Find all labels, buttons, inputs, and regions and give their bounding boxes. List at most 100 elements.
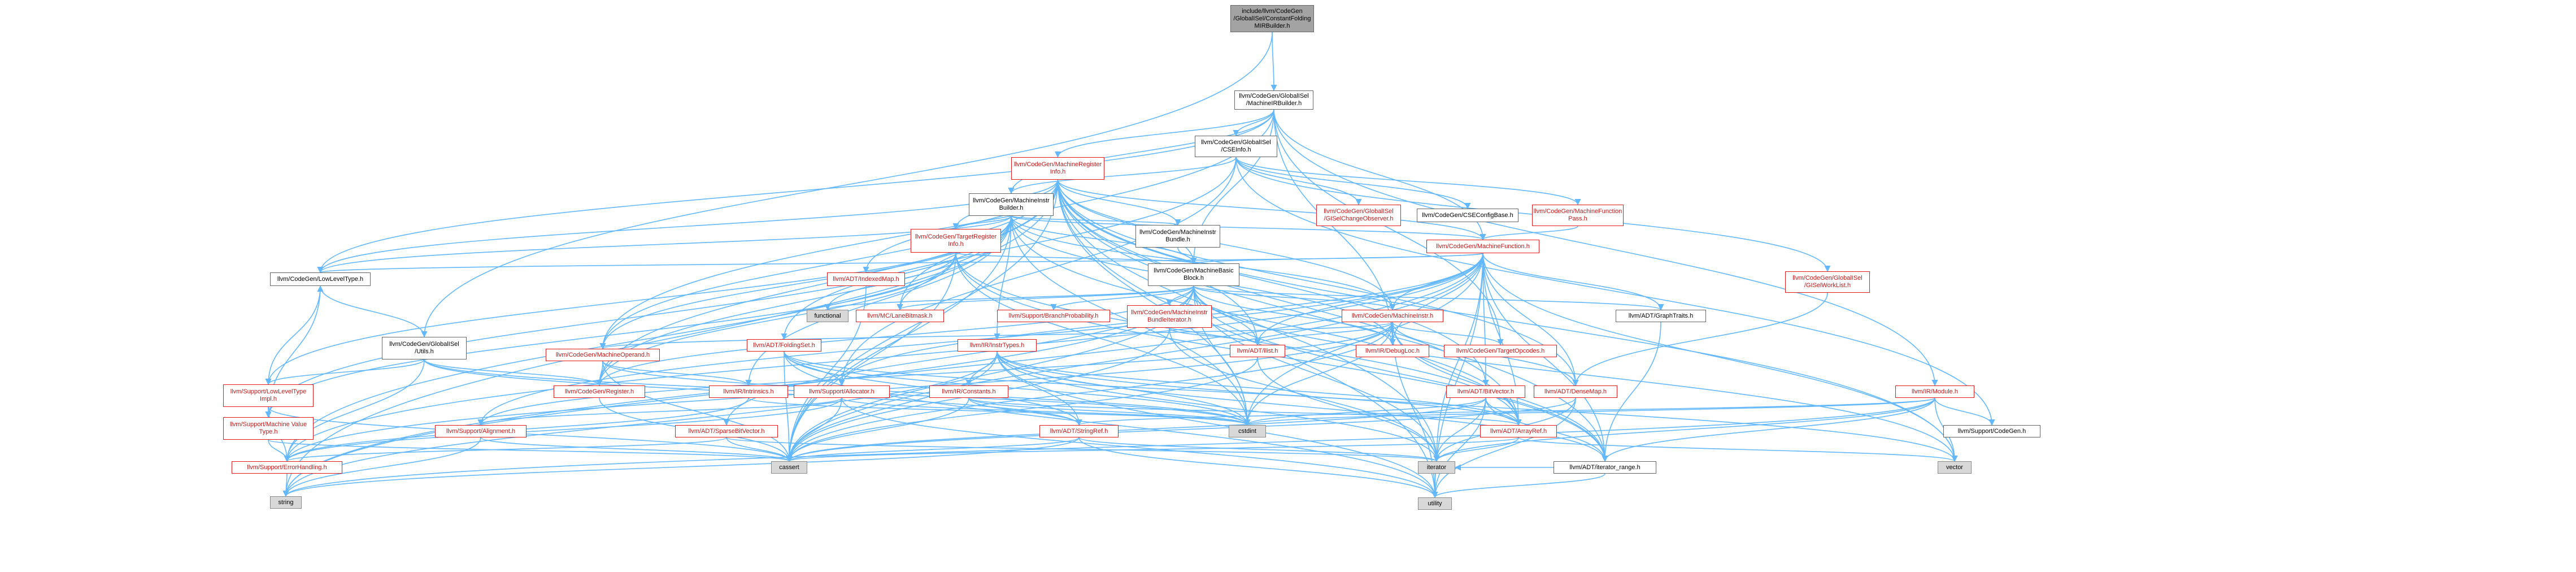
edge-constants-to-arrayref bbox=[968, 397, 1522, 426]
node-machine-ir-builder[interactable]: llvm/CodeGen/GlobalISel /MachineIRBuilde… bbox=[1234, 90, 1313, 110]
edge-mf-to-itrange bbox=[1482, 253, 1608, 462]
node-low-level-type[interactable]: llvm/CodeGen/LowLevelType.h bbox=[270, 272, 371, 286]
edge-constants-to-cassert bbox=[786, 397, 969, 462]
edge-minstr-to-tgtopcodes bbox=[1392, 322, 1504, 346]
edge-mib-to-errhandling bbox=[284, 215, 1012, 462]
edge-mib-to-mibundle bbox=[1011, 215, 1181, 226]
edge-gisutils-to-lltypeimpl bbox=[265, 359, 425, 385]
edge-instrtypes-to-vector bbox=[997, 351, 1958, 462]
node-machine-basic-block[interactable]: llvm/CodeGen/MachineBasic Block.h bbox=[1148, 263, 1239, 286]
node-bit-vector[interactable]: llvm/ADT/BitVector.h bbox=[1446, 385, 1525, 398]
node-array-ref[interactable]: llvm/ADT/ArrayRef.h bbox=[1480, 425, 1557, 437]
node-instr-types[interactable]: llvm/IR/InstrTypes.h bbox=[958, 339, 1037, 352]
edge-allocator-to-alignment bbox=[477, 397, 842, 426]
node-cstdint[interactable]: cstdint bbox=[1229, 425, 1266, 437]
node-low-level-type-impl[interactable]: llvm/Support/LowLevelType Impl.h bbox=[223, 384, 314, 407]
node-machine-register-info[interactable]: llvm/CodeGen/MachineRegister Info.h bbox=[1011, 157, 1104, 180]
node-gisel-work-list[interactable]: llvm/CodeGen/GlobalISel /GISelWorkList.h bbox=[1785, 271, 1870, 293]
edge-allocator-to-cassert bbox=[786, 397, 842, 462]
edge-stringref-to-iterator bbox=[1078, 437, 1440, 462]
node-target-opcodes[interactable]: llvm/CodeGen/TargetOpcodes.h bbox=[1444, 345, 1557, 357]
edge-cseinfo-to-supcodegen bbox=[1235, 157, 1995, 426]
edge-minstr-to-ilist bbox=[1254, 322, 1393, 346]
node-branch-probability[interactable]: llvm/Support/BranchProbability.h bbox=[997, 310, 1110, 322]
node-folding-set[interactable]: llvm/ADT/FoldingSet.h bbox=[747, 339, 821, 352]
edge-mirb-to-cseinfo bbox=[1233, 109, 1274, 137]
node-cassert[interactable]: cassert bbox=[771, 461, 807, 474]
edge-allocator-to-cstdint bbox=[841, 397, 1251, 426]
node-register[interactable]: llvm/CodeGen/Register.h bbox=[554, 385, 645, 398]
edge-mri-to-iterator bbox=[1057, 179, 1440, 462]
node-lane-bitmask[interactable]: llvm/MC/LaneBitmask.h bbox=[856, 310, 944, 322]
edge-ilist-to-cassert bbox=[786, 357, 1258, 462]
edge-instrtypes-to-stringref bbox=[997, 351, 1082, 426]
edge-mib-to-minstr bbox=[1011, 215, 1396, 311]
edge-mfpass-to-mf bbox=[1480, 226, 1578, 241]
node-graph-traits[interactable]: llvm/ADT/GraphTraits.h bbox=[1616, 310, 1706, 322]
node-machine-instr-bundle-iterator[interactable]: llvm/CodeGen/MachineInstr BundleIterator… bbox=[1127, 305, 1212, 328]
edge-minstr-to-mop bbox=[600, 322, 1393, 350]
edge-mirb-to-irmodule bbox=[1273, 109, 1938, 387]
node-machine-operand[interactable]: llvm/CodeGen/MachineOperand.h bbox=[546, 349, 660, 361]
node-dense-map[interactable]: llvm/ADT/DenseMap.h bbox=[1534, 385, 1617, 398]
edge-densemap-to-utility bbox=[1431, 397, 1576, 499]
node-sparse-bit-vector[interactable]: llvm/ADT/SparseBitVector.h bbox=[675, 425, 778, 437]
edge-ilist-to-iterator bbox=[1257, 357, 1440, 462]
edge-minstr-to-alignment bbox=[477, 322, 1393, 426]
edge-mf-to-densemap bbox=[1482, 253, 1579, 387]
edge-cseinfo-to-mfpass bbox=[1235, 157, 1581, 206]
edge-intrinsics-to-cstdint bbox=[748, 397, 1251, 426]
node-intrinsics[interactable]: llvm/IR/Intrinsics.h bbox=[709, 385, 788, 398]
node-error-handling[interactable]: llvm/Support/ErrorHandling.h bbox=[232, 461, 342, 474]
edge-instrtypes-to-iterator bbox=[997, 351, 1440, 462]
node-ir-module[interactable]: llvm/IR/Module.h bbox=[1895, 385, 1974, 398]
node-ilist[interactable]: llvm/ADT/ilist.h bbox=[1230, 345, 1285, 357]
edge-irmodule-to-iterator bbox=[1433, 397, 1935, 462]
edge-mri-to-utility bbox=[1057, 179, 1438, 499]
edge-mib-to-mvt bbox=[265, 215, 1012, 418]
edge-cseinfo-to-mib bbox=[1008, 157, 1237, 194]
node-debug-loc[interactable]: llvm/IR/DebugLoc.h bbox=[1356, 345, 1429, 357]
node-iterator-range[interactable]: llvm/ADT/iterator_range.h bbox=[1554, 461, 1656, 474]
node-string[interactable]: string bbox=[270, 496, 302, 509]
node-cse-config-base[interactable]: llvm/CodeGen/CSEConfigBase.h bbox=[1417, 209, 1518, 222]
node-allocator[interactable]: llvm/Support/Allocator.h bbox=[794, 385, 890, 398]
edge-bitvector-to-iterator bbox=[1433, 397, 1486, 462]
node-machine-instr[interactable]: llvm/CodeGen/MachineInstr.h bbox=[1342, 310, 1443, 322]
node-iterator[interactable]: iterator bbox=[1418, 461, 1455, 474]
edge-mibundleit-to-iterator bbox=[1169, 327, 1440, 462]
edge-mib-to-lltype bbox=[317, 215, 1012, 274]
node-machine-function[interactable]: llvm/CodeGen/MachineFunction.h bbox=[1426, 240, 1539, 253]
node-alignment[interactable]: llvm/Support/Alignment.h bbox=[435, 425, 526, 437]
node-indexed-map[interactable]: llvm/ADT/IndexedMap.h bbox=[827, 272, 905, 286]
node-cse-info[interactable]: llvm/CodeGen/GlobalISel /CSEInfo.h bbox=[1195, 136, 1277, 157]
node-utility[interactable]: utility bbox=[1418, 497, 1452, 510]
node-constants[interactable]: llvm/IR/Constants.h bbox=[929, 385, 1008, 398]
edge-mop-to-intrinsics bbox=[602, 361, 752, 387]
edge-alignment-to-string bbox=[282, 437, 481, 497]
edge-allocator-to-errhandling bbox=[284, 397, 842, 462]
node-vector[interactable]: vector bbox=[1938, 461, 1972, 474]
edge-stringref-to-cassert bbox=[786, 437, 1080, 462]
node-target-register-info[interactable]: llvm/CodeGen/TargetRegister Info.h bbox=[911, 229, 1001, 253]
edge-mf-to-debugloc bbox=[1389, 253, 1483, 346]
node-globalisel-utils[interactable]: llvm/CodeGen/GlobalISel /Utils.h bbox=[382, 337, 467, 359]
node-machine-value-type[interactable]: llvm/Support/Machine Value Type.h bbox=[223, 417, 314, 440]
node-string-ref[interactable]: llvm/ADT/StringRef.h bbox=[1039, 425, 1119, 437]
node-support-codegen[interactable]: llvm/Support/CodeGen.h bbox=[1943, 425, 2040, 437]
edge-stringref-to-utility bbox=[1078, 437, 1438, 499]
edge-mbb-to-register bbox=[596, 285, 1194, 387]
node-machine-instr-bundle[interactable]: llvm/CodeGen/MachineInstr Bundle.h bbox=[1135, 225, 1220, 248]
edge-irmodule-to-stringref bbox=[1076, 397, 1935, 426]
edge-alignment-to-cassert bbox=[480, 437, 793, 462]
node-machine-function-pass[interactable]: llvm/CodeGen/MachineFunction Pass.h bbox=[1532, 205, 1624, 226]
node-gisel-change-observer[interactable]: llvm/CodeGen/GlobalISel /GISelChangeObse… bbox=[1316, 205, 1401, 226]
edge-mri-to-string bbox=[282, 179, 1059, 497]
edge-mvt-to-cassert bbox=[268, 439, 793, 462]
node-root-constantfolding-mirbuilder[interactable]: include/llvm/CodeGen /GlobalISel/Constan… bbox=[1230, 5, 1314, 32]
edge-stringref-to-string bbox=[282, 437, 1080, 497]
edge-cseinfo-to-foldingset bbox=[781, 157, 1237, 340]
edge-irmodule-to-cstdint bbox=[1244, 397, 1935, 426]
node-machine-instr-builder[interactable]: llvm/CodeGen/MachineInstr Builder.h bbox=[969, 193, 1054, 216]
node-functional[interactable]: functional bbox=[807, 310, 848, 322]
